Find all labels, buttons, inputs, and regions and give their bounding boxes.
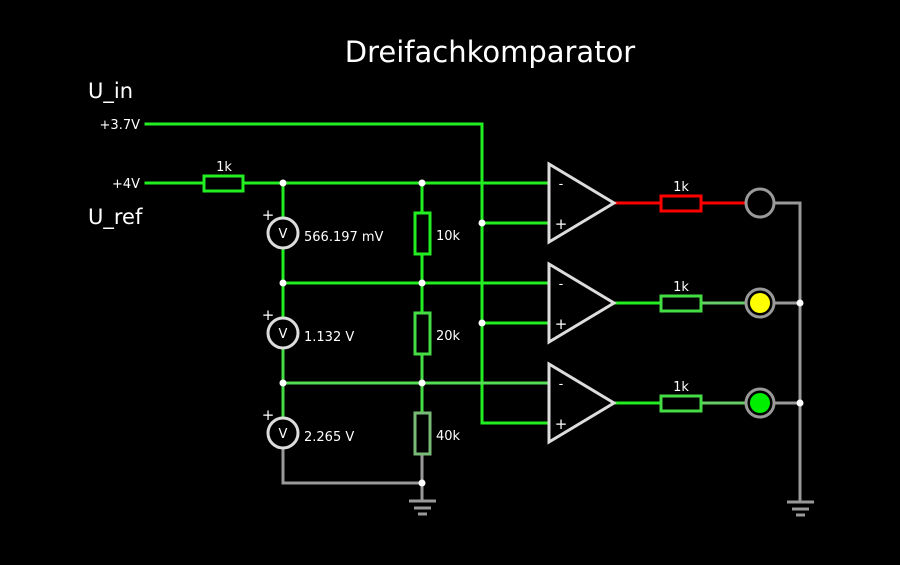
output-resistor-3[interactable] bbox=[659, 394, 703, 413]
junction-dot bbox=[478, 219, 486, 227]
comparator-3[interactable]: - + bbox=[547, 361, 617, 445]
output-resistor-2-label: 1k bbox=[673, 280, 689, 295]
junction-dot bbox=[279, 379, 287, 387]
voltmeter-reading: 2.265 V bbox=[304, 430, 354, 445]
voltmeter-icon bbox=[266, 416, 300, 450]
noninverting-input-label: + bbox=[555, 315, 568, 333]
led-light bbox=[750, 293, 770, 313]
resistors bbox=[202, 174, 703, 456]
comparator-1[interactable]: - + bbox=[547, 161, 617, 245]
led-2[interactable] bbox=[744, 287, 776, 319]
junction-dot bbox=[279, 179, 287, 187]
opamp-icon bbox=[547, 161, 617, 245]
led-1[interactable] bbox=[744, 187, 776, 219]
wire-u-in bbox=[144, 122, 550, 425]
opamp-icon bbox=[547, 361, 617, 445]
inverting-input-label: - bbox=[559, 177, 564, 192]
junction-dot bbox=[418, 379, 426, 387]
voltmeter-symbol: V bbox=[279, 427, 288, 442]
resistor-40k-label: 40k bbox=[436, 429, 461, 444]
junction-dot bbox=[418, 279, 426, 287]
circuit-title: Dreifachkomparator bbox=[345, 35, 636, 69]
junction-dot bbox=[478, 319, 486, 327]
series-resistor-label: 1k bbox=[216, 160, 232, 175]
junction-dot bbox=[796, 399, 804, 407]
wire-vm3-gnd bbox=[281, 446, 424, 485]
noninverting-input-label: + bbox=[555, 415, 568, 433]
ground-icon bbox=[787, 500, 814, 517]
resistor-20k-label: 20k bbox=[436, 329, 461, 344]
led-light bbox=[750, 393, 770, 413]
led-light bbox=[750, 193, 770, 213]
junction-dot bbox=[279, 279, 287, 287]
output-resistor-1[interactable] bbox=[659, 194, 703, 213]
output-resistor-2[interactable] bbox=[659, 294, 703, 313]
reference-voltage-source[interactable]: +4V bbox=[112, 177, 140, 192]
output-resistor-3-label: 1k bbox=[673, 380, 689, 395]
voltmeter-icon bbox=[266, 316, 300, 350]
inverting-input-label: - bbox=[559, 377, 564, 392]
voltmeter-polarity: + bbox=[262, 406, 275, 424]
u-ref-label: U_ref bbox=[88, 205, 143, 230]
resistor-10k[interactable] bbox=[413, 211, 432, 256]
voltmeter-polarity: + bbox=[262, 306, 275, 324]
u-in-label: U_in bbox=[88, 79, 133, 104]
resistor-20k[interactable] bbox=[413, 311, 432, 356]
voltmeter-polarity: + bbox=[262, 206, 275, 224]
series-resistor[interactable] bbox=[202, 174, 245, 193]
voltmeter-1[interactable]: V + 566.197 mV bbox=[262, 206, 384, 250]
junction-dot bbox=[796, 299, 804, 307]
input-voltage-source[interactable]: +3.7V bbox=[100, 118, 141, 133]
junction-dot bbox=[418, 479, 426, 487]
junctions bbox=[279, 179, 804, 487]
inverting-input-label: - bbox=[559, 277, 564, 292]
led-3[interactable] bbox=[744, 387, 776, 419]
voltmeter-reading: 566.197 mV bbox=[304, 230, 384, 245]
comparator-2[interactable]: - + bbox=[547, 261, 617, 345]
wire-led-return bbox=[774, 201, 802, 502]
resistor-40k[interactable] bbox=[413, 411, 432, 456]
voltmeter-icon bbox=[266, 216, 300, 250]
voltmeter-reading: 1.132 V bbox=[304, 330, 354, 345]
opamp-icon bbox=[547, 261, 617, 345]
voltmeter-2[interactable]: V + 1.132 V bbox=[262, 306, 355, 350]
junction-dot bbox=[418, 179, 426, 187]
output-resistor-1-label: 1k bbox=[673, 180, 689, 195]
noninverting-input-label: + bbox=[555, 215, 568, 233]
ground-icon bbox=[409, 499, 436, 516]
voltmeter-3[interactable]: V + 2.265 V bbox=[262, 406, 355, 450]
voltmeter-symbol: V bbox=[279, 227, 288, 242]
voltmeter-symbol: V bbox=[279, 327, 288, 342]
resistor-10k-label: 10k bbox=[436, 229, 461, 244]
